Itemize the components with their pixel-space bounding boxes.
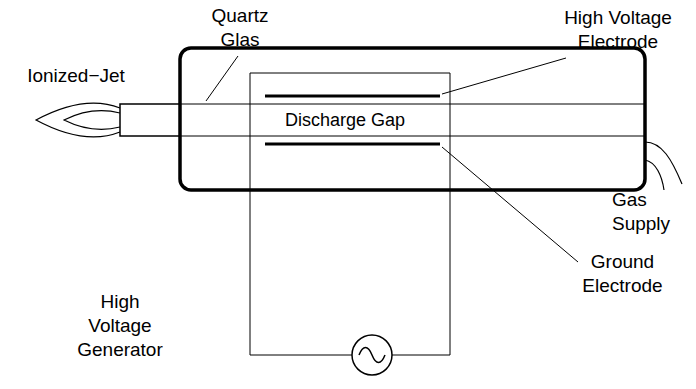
- ground-electrode: [265, 143, 440, 146]
- jet-flame-core: [64, 111, 120, 130]
- generator-symbol: [352, 335, 392, 375]
- jet-label: Ionized−Jet: [14, 64, 138, 88]
- jet-flame: [36, 103, 120, 137]
- part-label: Ground Electrode: [565, 250, 680, 298]
- wire: [250, 73, 450, 355]
- gas-tube: [645, 142, 682, 184]
- leader-line: [442, 147, 578, 262]
- nozzle: [120, 104, 180, 136]
- wire: [392, 355, 450, 356]
- gas-tube: [645, 160, 664, 190]
- source-label: High Voltage Generator: [70, 290, 170, 362]
- sine-symbol: [359, 348, 385, 363]
- leader-line: [442, 58, 566, 94]
- leader-line: [206, 56, 238, 101]
- region-label: Discharge Gap: [275, 108, 415, 132]
- high-voltage-electrode: [265, 95, 440, 98]
- part-label: High Voltage Electrode: [550, 6, 686, 54]
- wire: [250, 355, 352, 356]
- inlet-label: Gas Supply: [612, 188, 690, 236]
- part-label: Quartz Glas: [200, 4, 280, 52]
